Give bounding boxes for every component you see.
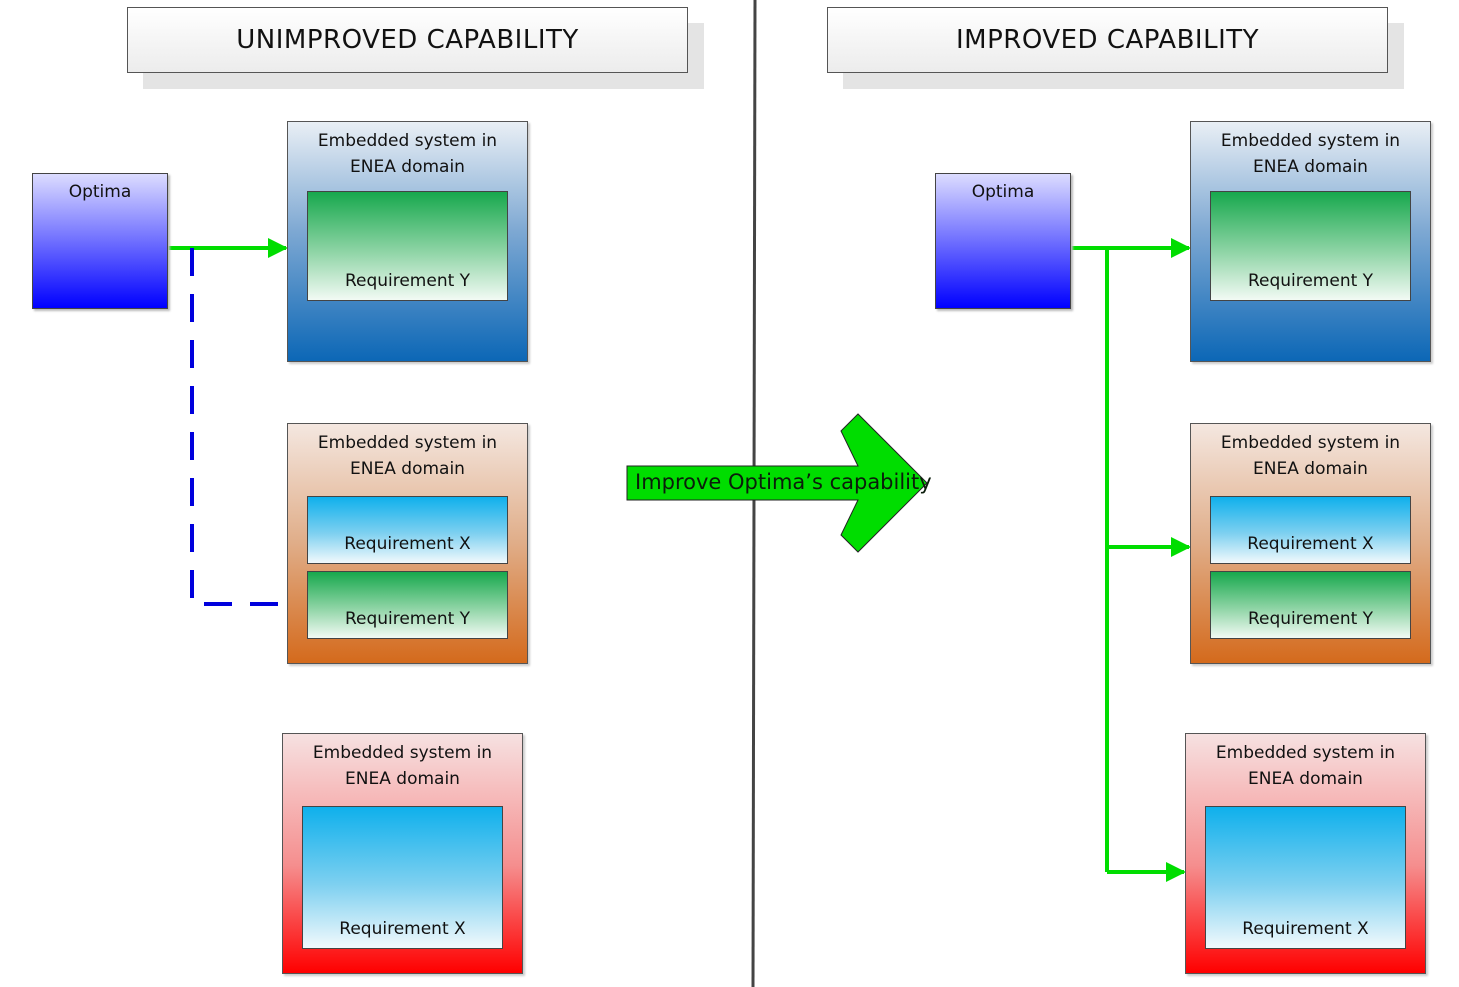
left-blue-req-y: Requirement Y — [307, 191, 508, 301]
left-orange-req-x: Requirement X — [307, 496, 508, 564]
improve-arrow-shape — [626, 413, 928, 553]
right-title: IMPROVED CAPABILITY — [827, 7, 1388, 73]
right-blue-req-y-label: Requirement Y — [1247, 271, 1374, 291]
right-red-req-x: Requirement X — [1205, 806, 1406, 949]
left-orange-req-y: Requirement Y — [307, 571, 508, 639]
right-blue-req-y: Requirement Y — [1210, 191, 1411, 301]
left-optima-label: Optima — [68, 182, 132, 202]
right-orange-req-x: Requirement X — [1210, 496, 1411, 564]
right-orange-req-y-label: Requirement Y — [1247, 609, 1374, 629]
right-orange-req-x-label: Requirement X — [1247, 534, 1374, 554]
left-red-req-x: Requirement X — [302, 806, 503, 949]
right-red-req-x-label: Requirement X — [1242, 919, 1369, 939]
left-optima-box: Optima — [32, 173, 168, 309]
left-red-req-x-label: Requirement X — [339, 919, 466, 939]
right-optima-box: Optima — [935, 173, 1071, 309]
left-blue-req-y-label: Requirement Y — [344, 271, 471, 291]
improve-arrow-label: Improve Optima’s capability — [635, 470, 932, 494]
left-title: UNIMPROVED CAPABILITY — [127, 7, 688, 73]
left-orange-req-y-label: Requirement Y — [344, 609, 471, 629]
left-orange-req-x-label: Requirement X — [344, 534, 471, 554]
right-system-blue-title: Embedded system in ENEA domain — [1220, 131, 1401, 177]
right-system-red-title: Embedded system in ENEA domain — [1215, 743, 1396, 789]
left-system-blue-title: Embedded system in ENEA domain — [317, 131, 498, 177]
right-optima-label: Optima — [971, 182, 1035, 202]
left-system-orange-title: Embedded system in ENEA domain — [317, 433, 498, 479]
left-system-red-title: Embedded system in ENEA domain — [312, 743, 493, 789]
left-dashed-connector — [190, 248, 307, 614]
right-orange-req-y: Requirement Y — [1210, 571, 1411, 639]
right-system-orange-title: Embedded system in ENEA domain — [1220, 433, 1401, 479]
